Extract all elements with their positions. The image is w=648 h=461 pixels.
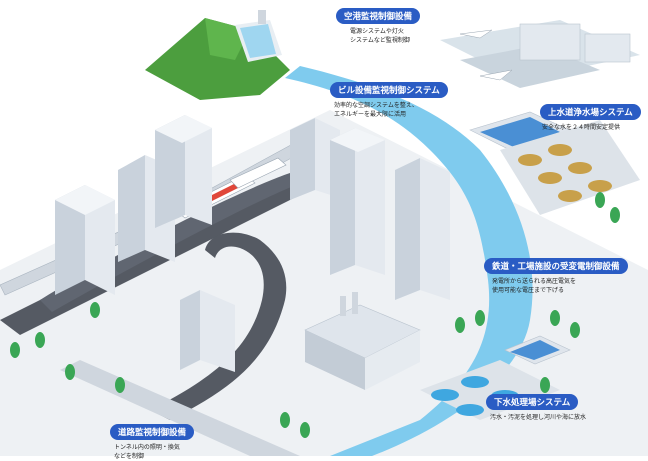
callout-railway-desc: 発電所から送られる高圧電気を 使用可能な電圧まで下げる [492, 277, 628, 295]
callout-building-line-2: エネルギーを最大限に活用 [334, 111, 407, 118]
callout-airport: 空港監視制御設備 電源システムや灯火 システムなど監視制御 [336, 4, 421, 45]
callout-sewage: 下水処理場システム 汚水・汚泥を処理し河川や海に放水 [486, 390, 586, 422]
callout-railway: 鉄道・工場施設の受変電制御設備 発電所から送られる高圧電気を 使用可能な電圧まで… [484, 254, 628, 295]
callout-road: 道路監視制御設備 トンネル内の照明・換気 などを制御 [110, 420, 195, 461]
airport [440, 20, 640, 88]
callout-sewage-desc: 汚水・汚泥を処理し河川や海に放水 [490, 413, 586, 422]
callout-water: 上水道浄水場システム 安全な水を２４時間安定提供 [540, 100, 641, 132]
factory [304, 292, 421, 390]
callout-building-title: ビル設備監視制御システム [330, 82, 448, 98]
callout-sewage-title: 下水処理場システム [486, 394, 579, 410]
callout-airport-line-1: 電源システムや灯火 [350, 28, 404, 35]
trees [10, 192, 620, 438]
callout-railway-line-1: 発電所から送られる高圧電気を [492, 278, 577, 285]
river [285, 66, 533, 456]
callout-railway-line-2: 使用可能な電圧まで下げる [492, 287, 565, 294]
callout-road-desc: トンネル内の照明・換気 などを制御 [114, 443, 194, 461]
callout-building-desc: 効率的な空調システムを整え、 エネルギーを最大限に活用 [334, 101, 448, 119]
callout-building-line-1: 効率的な空調システムを整え、 [334, 102, 418, 109]
callout-water-desc: 安全な水を２４時間安定提供 [542, 123, 641, 132]
water-plant [469, 111, 640, 215]
dam-mountain [145, 10, 290, 100]
callout-airport-line-2: システムなど監視制御 [350, 37, 410, 44]
callout-sewage-line-1: 汚水・汚泥を処理し河川や海に放水 [490, 414, 587, 421]
callout-water-title: 上水道浄水場システム [540, 104, 641, 120]
callout-road-line-1: トンネル内の照明・換気 [114, 444, 180, 451]
callout-road-title: 道路監視制御設備 [110, 424, 195, 440]
callout-water-line-1: 安全な水を２４時間安定提供 [542, 124, 621, 131]
callout-road-line-2: などを制御 [114, 453, 145, 460]
callout-airport-title: 空港監視制御設備 [336, 8, 421, 24]
sewage-plant [420, 335, 571, 420]
callout-airport-desc: 電源システムや灯火 システムなど監視制御 [350, 27, 420, 45]
callout-railway-title: 鉄道・工場施設の受変電制御設備 [484, 258, 628, 274]
callout-building: ビル設備監視制御システム 効率的な空調システムを整え、 エネルギーを最大限に活用 [330, 78, 448, 119]
buildings-center [180, 128, 450, 372]
